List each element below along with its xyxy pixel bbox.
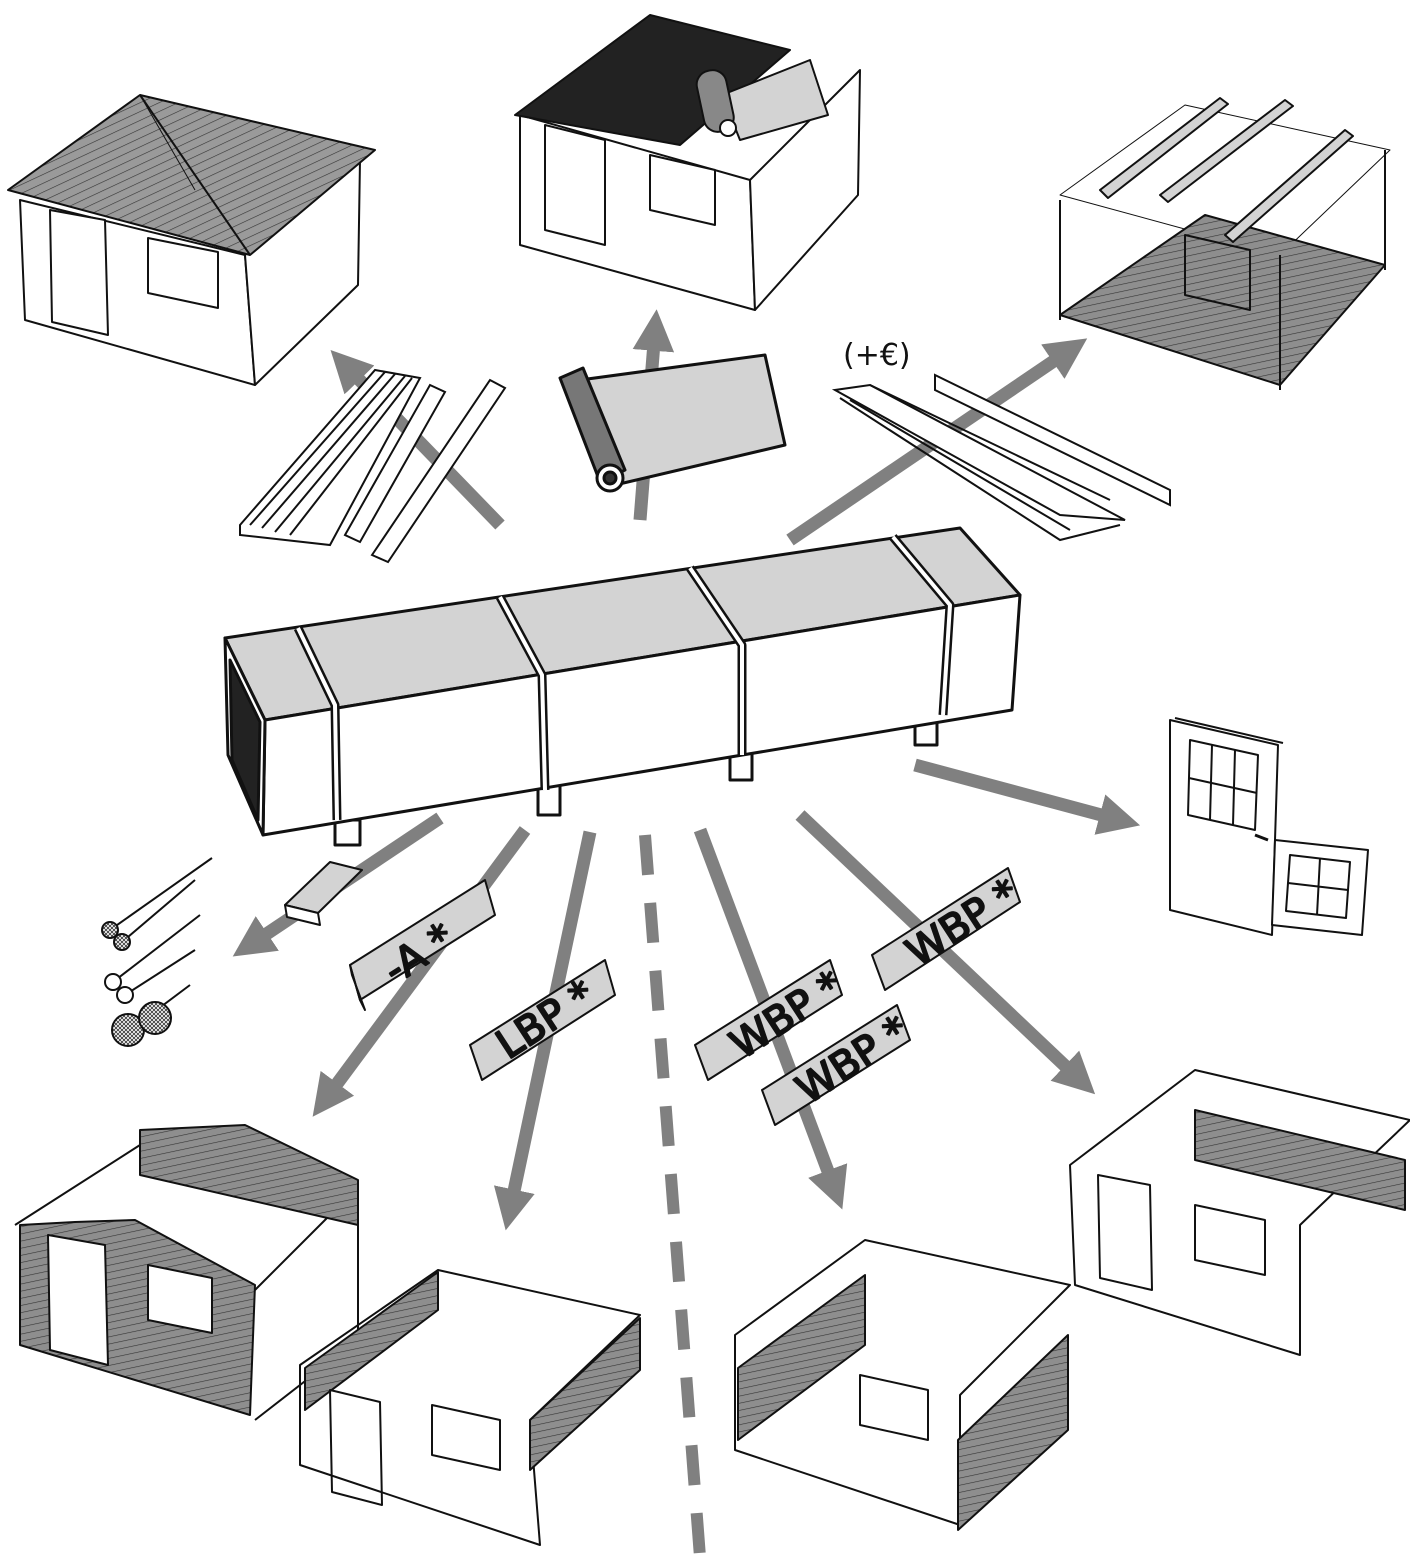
main-package-icon (223, 526, 1022, 847)
house-gable-walls-icon (14, 1124, 359, 1421)
arrows (232, 309, 1141, 1557)
roof-boards-icon (239, 368, 507, 564)
house-felt-roof-icon (514, 14, 861, 311)
nails-and-screws-icon (101, 857, 213, 1047)
house-roof-boards-icon (7, 94, 376, 386)
arrow-to-gable-house (312, 826, 531, 1117)
house-floor-icon (1059, 97, 1391, 390)
divider-dashed-line (639, 834, 706, 1557)
optional-price-label: (+€) (843, 338, 911, 373)
roofing-felt-roll-icon (558, 353, 787, 493)
house-side-walls-left-icon (299, 1269, 641, 1546)
package-gable: -A * (349, 879, 496, 1011)
house-side-walls-right-icon (734, 1239, 1071, 1531)
floor-joists-icon (831, 373, 1171, 542)
arrow-to-door-window (913, 758, 1141, 835)
package-back-wall: WBP * (871, 867, 1028, 991)
hardware-box-icon (284, 861, 363, 926)
house-back-wall-icon (1069, 1069, 1410, 1356)
door-and-window-icon (1169, 717, 1369, 936)
arrow-to-floor-house (786, 338, 1088, 546)
